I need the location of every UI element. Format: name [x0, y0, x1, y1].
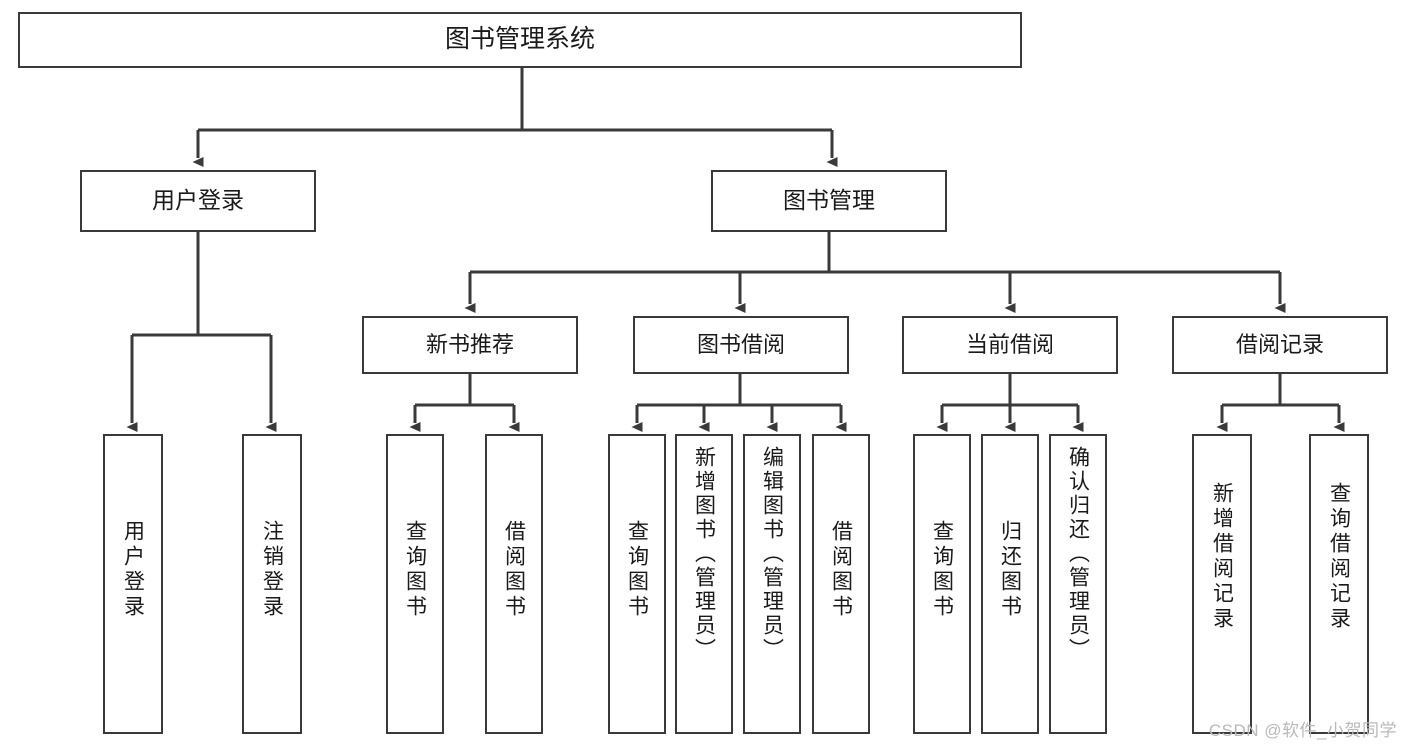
leaf-borrow-edit-book-admin[interactable]: 编辑图书（管理员） [743, 434, 801, 734]
leaf-current-return-book[interactable]: 归还图书 [981, 434, 1039, 734]
node-label: 新增图书（管理员） [692, 446, 716, 662]
leaf-borrow-borrow-book[interactable]: 借阅图书 [812, 434, 870, 734]
node-book-management[interactable]: 图书管理 [711, 170, 947, 232]
leaf-borrow-query-book[interactable]: 查询图书 [608, 434, 666, 734]
node-new-book-recommend[interactable]: 新书推荐 [362, 316, 578, 374]
leaf-record-query-record[interactable]: 查询借阅记录 [1309, 434, 1369, 734]
leaf-user-login-logout[interactable]: 注销登录 [242, 434, 302, 734]
node-label: 借阅图书 [829, 520, 853, 620]
node-label: 查询图书 [403, 520, 427, 620]
node-label: 查询借阅记录 [1327, 482, 1351, 632]
node-label: 当前借阅 [965, 331, 1054, 357]
node-label: 借阅图书 [502, 520, 526, 620]
leaf-borrow-add-book-admin[interactable]: 新增图书（管理员） [675, 434, 733, 734]
node-label: 图书管理 [783, 187, 875, 214]
leaf-current-confirm-return-admin[interactable]: 确认归还（管理员） [1049, 434, 1107, 734]
node-current-borrow[interactable]: 当前借阅 [902, 316, 1118, 374]
node-label: 新增借阅记录 [1210, 482, 1234, 632]
node-label: 注销登录 [260, 520, 284, 620]
node-label: 编辑图书（管理员） [760, 446, 784, 662]
node-label: 借阅记录 [1235, 331, 1324, 357]
node-label: 用户登录 [152, 187, 244, 214]
leaf-user-login-login[interactable]: 用户登录 [103, 434, 163, 734]
node-label: 确认归还（管理员） [1066, 446, 1090, 662]
node-label: 用户登录 [121, 520, 145, 620]
node-label: 图书借阅 [696, 331, 785, 357]
leaf-recommend-borrow-book[interactable]: 借阅图书 [485, 434, 543, 734]
node-label: 图书管理系统 [444, 25, 595, 54]
node-borrow-record[interactable]: 借阅记录 [1172, 316, 1388, 374]
leaf-recommend-query-book[interactable]: 查询图书 [386, 434, 444, 734]
node-label: 新书推荐 [425, 331, 514, 357]
node-label: 归还图书 [998, 520, 1022, 620]
leaf-record-add-record[interactable]: 新增借阅记录 [1192, 434, 1252, 734]
node-label: 查询图书 [930, 520, 954, 620]
node-user-login[interactable]: 用户登录 [80, 170, 316, 232]
node-root-system[interactable]: 图书管理系统 [18, 12, 1022, 68]
node-book-borrow[interactable]: 图书借阅 [633, 316, 849, 374]
node-label: 查询图书 [625, 520, 649, 620]
leaf-current-query-book[interactable]: 查询图书 [913, 434, 971, 734]
